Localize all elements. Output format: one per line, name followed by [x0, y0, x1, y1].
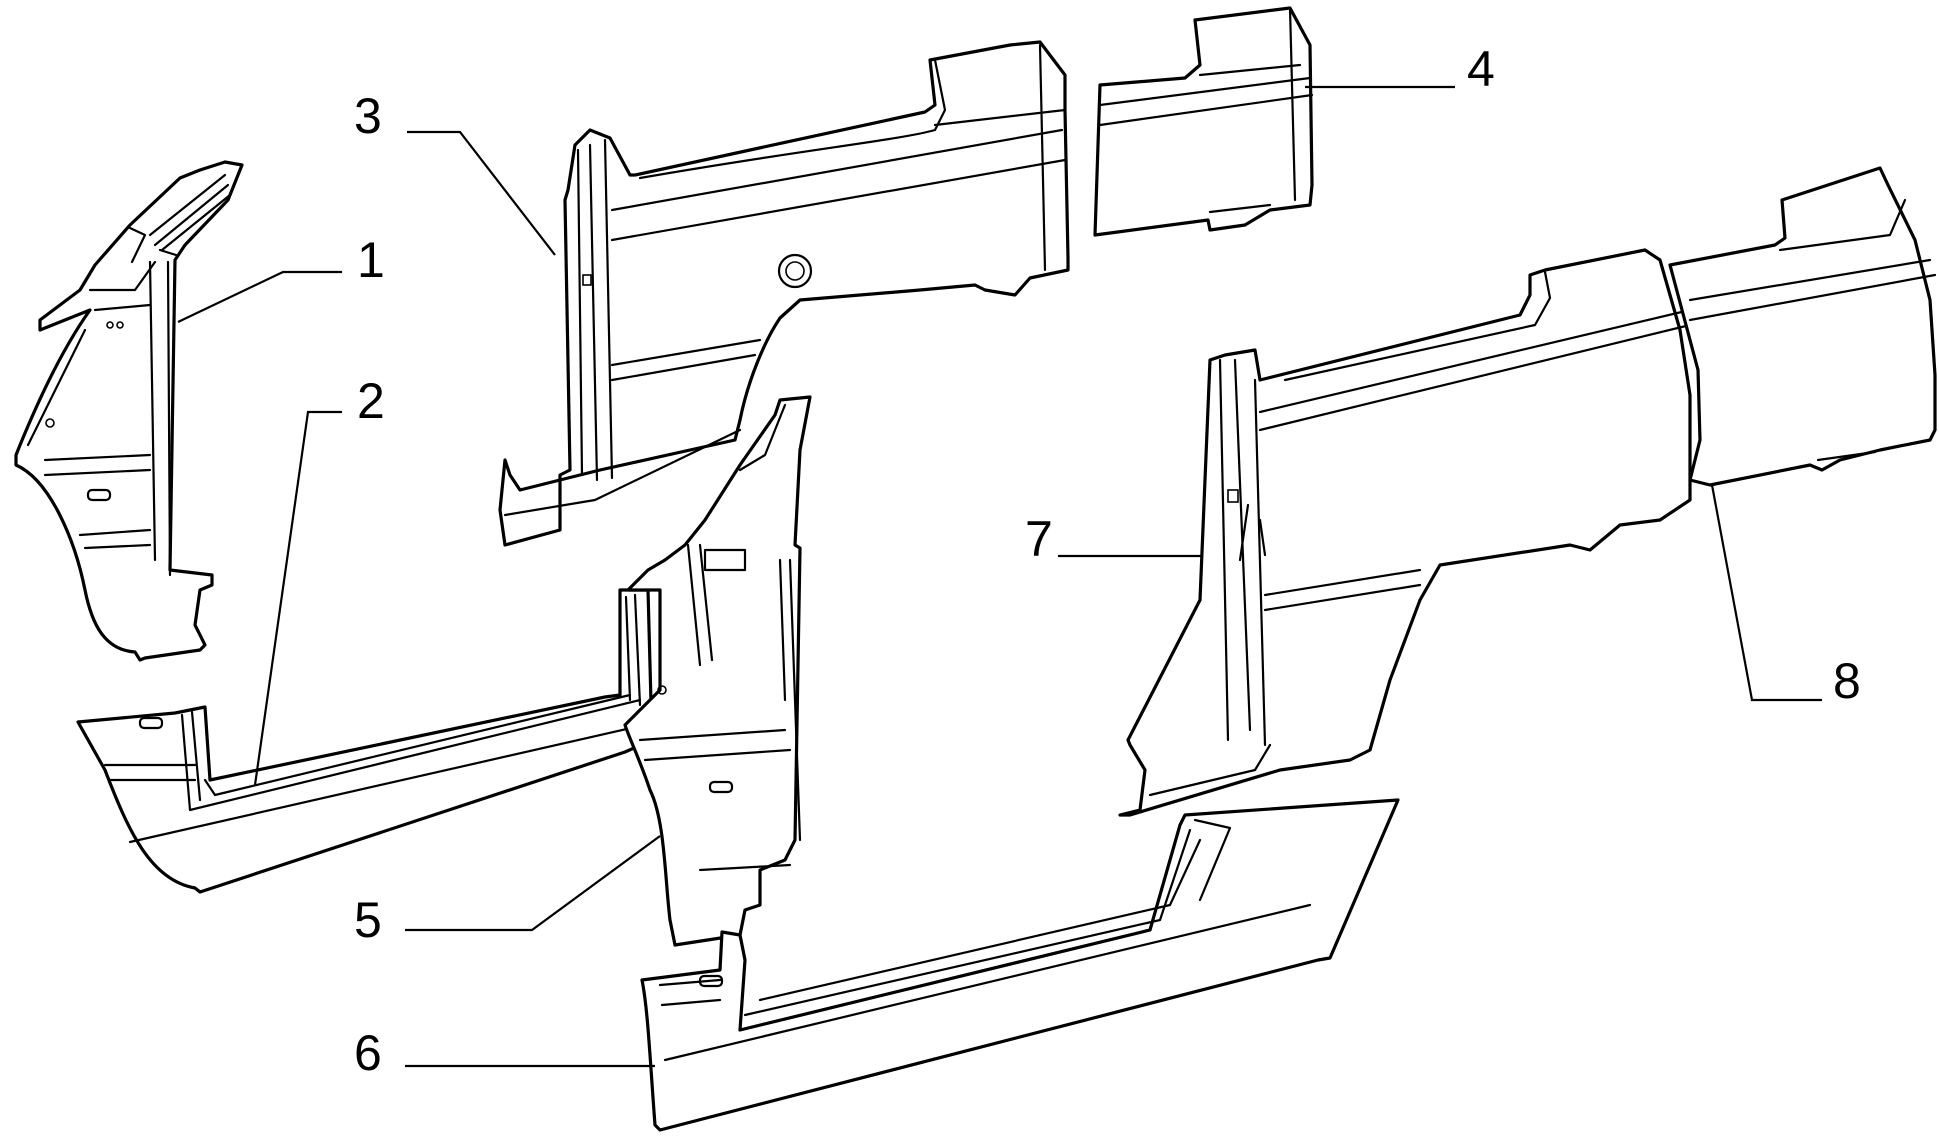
part-3-upper-side	[498, 40, 1070, 547]
callout-labels: 1 2 3 4 5 6 7 8	[354, 41, 1861, 1081]
callout-4: 4	[1467, 41, 1495, 97]
part-7-rear-quarter	[1118, 248, 1692, 817]
leader-lines	[177, 85, 1822, 1068]
part-5-b-pillar	[623, 395, 812, 947]
leader-2	[253, 410, 342, 786]
leader-5	[405, 835, 661, 932]
callout-1: 1	[357, 232, 385, 288]
callout-6: 6	[354, 1025, 382, 1081]
part-8-rear-panel	[1668, 166, 1937, 487]
leader-1	[177, 270, 342, 323]
callout-8: 8	[1833, 653, 1861, 709]
part-1-front-pillar	[14, 160, 244, 662]
callout-2: 2	[357, 373, 385, 429]
callout-3: 3	[354, 88, 382, 144]
leader-3	[407, 130, 556, 256]
part-2-front-sill	[76, 588, 654, 894]
callout-7: 7	[1025, 511, 1053, 567]
part-6-rear-sill	[640, 798, 1400, 1132]
callout-5: 5	[354, 892, 382, 948]
leader-8	[1710, 484, 1822, 702]
part-4-upper-panel	[1093, 6, 1314, 237]
